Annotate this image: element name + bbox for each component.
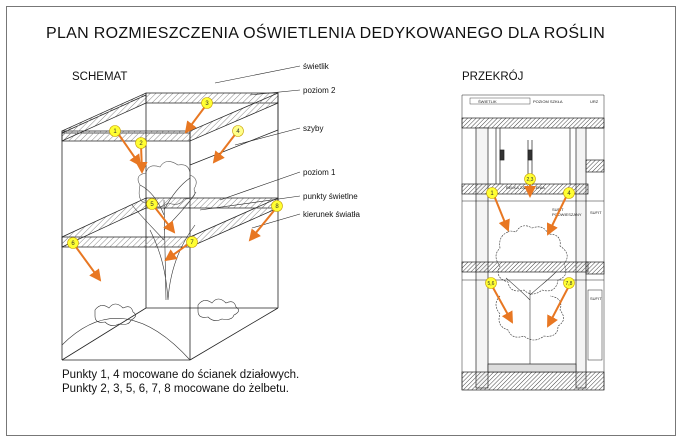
note-line-2: Punkty 2, 3, 5, 6, 7, 8 mocowane do żelb…: [62, 383, 289, 395]
svg-text:4: 4: [236, 129, 240, 135]
svg-text:4: 4: [567, 191, 571, 197]
marker-2: 2: [135, 137, 147, 149]
svg-text:8: 8: [275, 204, 279, 210]
label-poziom2: poziom 2: [303, 86, 336, 95]
sec-marker-5-6: 5,6: [485, 277, 497, 289]
label-szyby: szyby: [303, 124, 323, 133]
shrub-sketches: [61, 298, 239, 361]
marker-1: 1: [109, 125, 121, 137]
light-direction-arrows: [72, 103, 278, 282]
marker-8: 8: [271, 200, 283, 212]
sec-label-sufit: SUFIT: [552, 207, 564, 212]
szyby-lines: [189, 103, 279, 166]
sec-label-belka: BELKA ZADASZENIA: [506, 185, 545, 190]
sec-label-sufit-3: SUFIT: [590, 296, 602, 301]
sec-marker-4: 4: [563, 187, 575, 199]
svg-text:2: 2: [139, 141, 143, 147]
svg-text:6: 6: [71, 241, 75, 247]
marker-7: 7: [186, 236, 198, 248]
label-leaders: [199, 65, 301, 229]
marker-4: 4: [232, 125, 244, 137]
sec-marker-1: 1: [486, 187, 498, 199]
przekroj-drawing: [461, 94, 605, 391]
svg-text:1: 1: [113, 129, 117, 135]
schemat-heading: SCHEMAT: [72, 71, 128, 83]
sec-label-podwieszany: PODWIESZANY: [552, 212, 582, 217]
label-kierunek: kierunek światła: [303, 210, 360, 219]
przekroj-tree: [495, 225, 568, 364]
poziom-1-slab: [61, 197, 279, 248]
label-swietlik: świetlik: [303, 62, 330, 71]
schemat-markers: 3 1 2 4 5 8 6 7: [67, 97, 283, 249]
svg-text:3: 3: [205, 101, 209, 107]
page-title: PLAN ROZMIESZCZENIA OŚWIETLENIA DEDYKOWA…: [46, 25, 606, 42]
svg-text:5,6: 5,6: [488, 281, 495, 287]
svg-text:7: 7: [190, 240, 194, 246]
note-line-1: Punkty 1, 4 mocowane do ścianek działowy…: [62, 369, 300, 381]
przekroj-arrows: [490, 180, 571, 328]
label-poziom1: poziom 1: [303, 168, 336, 177]
svg-text:2,3: 2,3: [527, 177, 534, 183]
svg-text:7,8: 7,8: [566, 281, 573, 287]
sec-label-swietlik: ŚWIETLIK: [478, 99, 497, 104]
marker-5: 5: [146, 198, 158, 210]
przekroj-heading: PRZEKRÓJ: [462, 71, 524, 83]
tree-sketch: [131, 161, 197, 301]
sec-marker-7-8: 7,8: [563, 277, 575, 289]
poziom-2-slab: [61, 92, 279, 142]
sec-label-poziom-szkla: POZIOM SZKŁA: [533, 99, 563, 104]
sec-label-urz: URZ: [590, 99, 599, 104]
marker-6: 6: [67, 237, 79, 249]
label-punkty: punkty świetlne: [303, 192, 358, 201]
svg-text:1: 1: [490, 191, 494, 197]
sec-label-sufit-2: SUFIT: [590, 210, 602, 215]
marker-3: 3: [201, 97, 213, 109]
sec-marker-2-3: 2,3: [524, 173, 536, 185]
svg-text:5: 5: [150, 202, 154, 208]
przekroj-markers: 1 2,3 4 5,6 7,8: [485, 173, 575, 289]
drawing-frame: [6, 6, 676, 436]
